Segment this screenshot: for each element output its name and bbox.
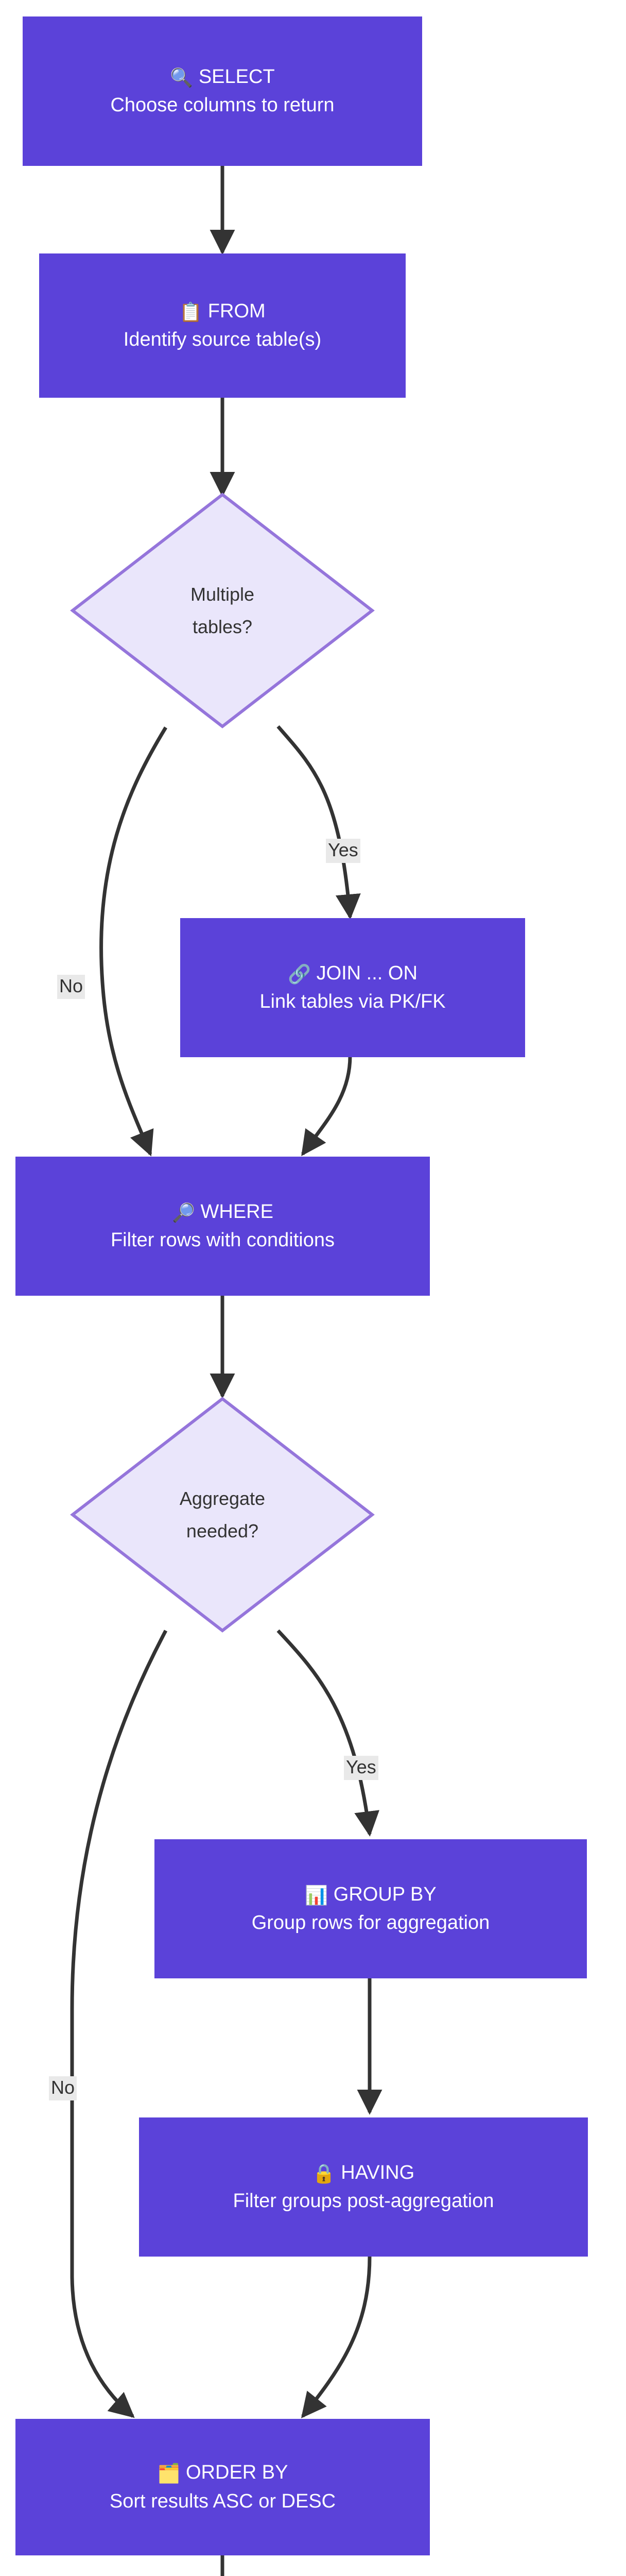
node-group-by-line1: 📊 GROUP BY: [305, 1880, 436, 1909]
edge-having-orderby: [301, 2256, 372, 2418]
node-join-line1: 🔗 JOIN ... ON: [288, 959, 418, 988]
edge-label-no-where: No: [57, 975, 85, 999]
node-multiple-tables-line1: Multiple: [190, 584, 255, 605]
node-group-by-line2: Group rows for aggregation: [251, 1912, 490, 1934]
node-having[interactable]: 🔒 HAVING Filter groups post-aggregation: [139, 2117, 588, 2257]
edge-multiple-join-yes: [276, 725, 361, 920]
bookmark-tabs-icon: 🗂️: [157, 2463, 181, 2484]
node-order-by-keyword: ORDER BY: [186, 2462, 288, 2484]
node-aggregate-needed-label: Aggregate needed?: [70, 1396, 375, 1633]
lock-icon: 🔒: [312, 2162, 336, 2184]
node-where-line2: Filter rows with conditions: [110, 1229, 335, 1251]
node-select-keyword: SELECT: [198, 65, 275, 88]
node-order-by-line1: 🗂️ ORDER BY: [158, 2459, 288, 2487]
node-join-line2: Link tables via PK/FK: [259, 991, 446, 1013]
node-order-by[interactable]: 🗂️ ORDER BY Sort results ASC or DESC: [15, 2419, 430, 2555]
diamond-shape: [70, 1397, 375, 1633]
bar-chart-icon: 📊: [305, 1884, 328, 1906]
node-multiple-tables-label: Multiple tables?: [70, 492, 375, 729]
node-aggregate-needed[interactable]: Aggregate needed?: [70, 1396, 375, 1633]
node-group-by-keyword: GROUP BY: [333, 1883, 437, 1905]
edge-aggregate-groupby-yes: [276, 1629, 379, 1837]
node-where-keyword: WHERE: [200, 1200, 273, 1223]
node-multiple-tables[interactable]: Multiple tables?: [70, 492, 375, 729]
magnifying-glass-left-icon: 🔍: [170, 66, 194, 88]
edge-label-yes-join: Yes: [326, 839, 360, 863]
edge-label-no-order: No: [49, 2076, 77, 2100]
node-multiple-tables-line2: tables?: [192, 616, 253, 637]
node-select[interactable]: 🔍 SELECT Choose columns to return: [23, 16, 422, 166]
node-having-line1: 🔒 HAVING: [312, 2159, 414, 2187]
node-aggregate-needed-line2: needed?: [186, 1520, 259, 1541]
link-chain-icon: 🔗: [288, 963, 311, 985]
node-from-line1: 📋 FROM: [179, 297, 265, 326]
edge-join-where: [301, 1056, 352, 1157]
edge-label-yes-group: Yes: [344, 1756, 378, 1780]
node-from[interactable]: 📋 FROM Identify source table(s): [39, 253, 406, 398]
edge-multiple-where-no: [99, 726, 167, 1157]
node-from-line2: Identify source table(s): [123, 329, 322, 351]
node-having-line2: Filter groups post-aggregation: [233, 2190, 494, 2212]
node-select-line2: Choose columns to return: [110, 94, 335, 116]
node-where[interactable]: 🔎 WHERE Filter rows with conditions: [15, 1157, 430, 1296]
node-group-by[interactable]: 📊 GROUP BY Group rows for aggregation: [154, 1839, 587, 1978]
node-join-keyword: JOIN ... ON: [316, 962, 418, 984]
node-order-by-line2: Sort results ASC or DESC: [109, 2490, 336, 2512]
clipboard-icon: 📋: [179, 301, 203, 323]
diamond-shape: [70, 493, 375, 728]
edge-aggregate-orderby-no: [70, 1630, 168, 2418]
node-from-keyword: FROM: [207, 300, 266, 322]
node-aggregate-needed-line1: Aggregate: [179, 1488, 266, 1509]
magnifying-glass-right-icon: 🔎: [172, 1201, 195, 1223]
node-having-keyword: HAVING: [341, 2161, 415, 2183]
node-where-line1: 🔎 WHERE: [172, 1198, 273, 1226]
node-join[interactable]: 🔗 JOIN ... ON Link tables via PK/FK: [180, 918, 525, 1057]
node-select-line1: 🔍 SELECT: [170, 63, 274, 91]
